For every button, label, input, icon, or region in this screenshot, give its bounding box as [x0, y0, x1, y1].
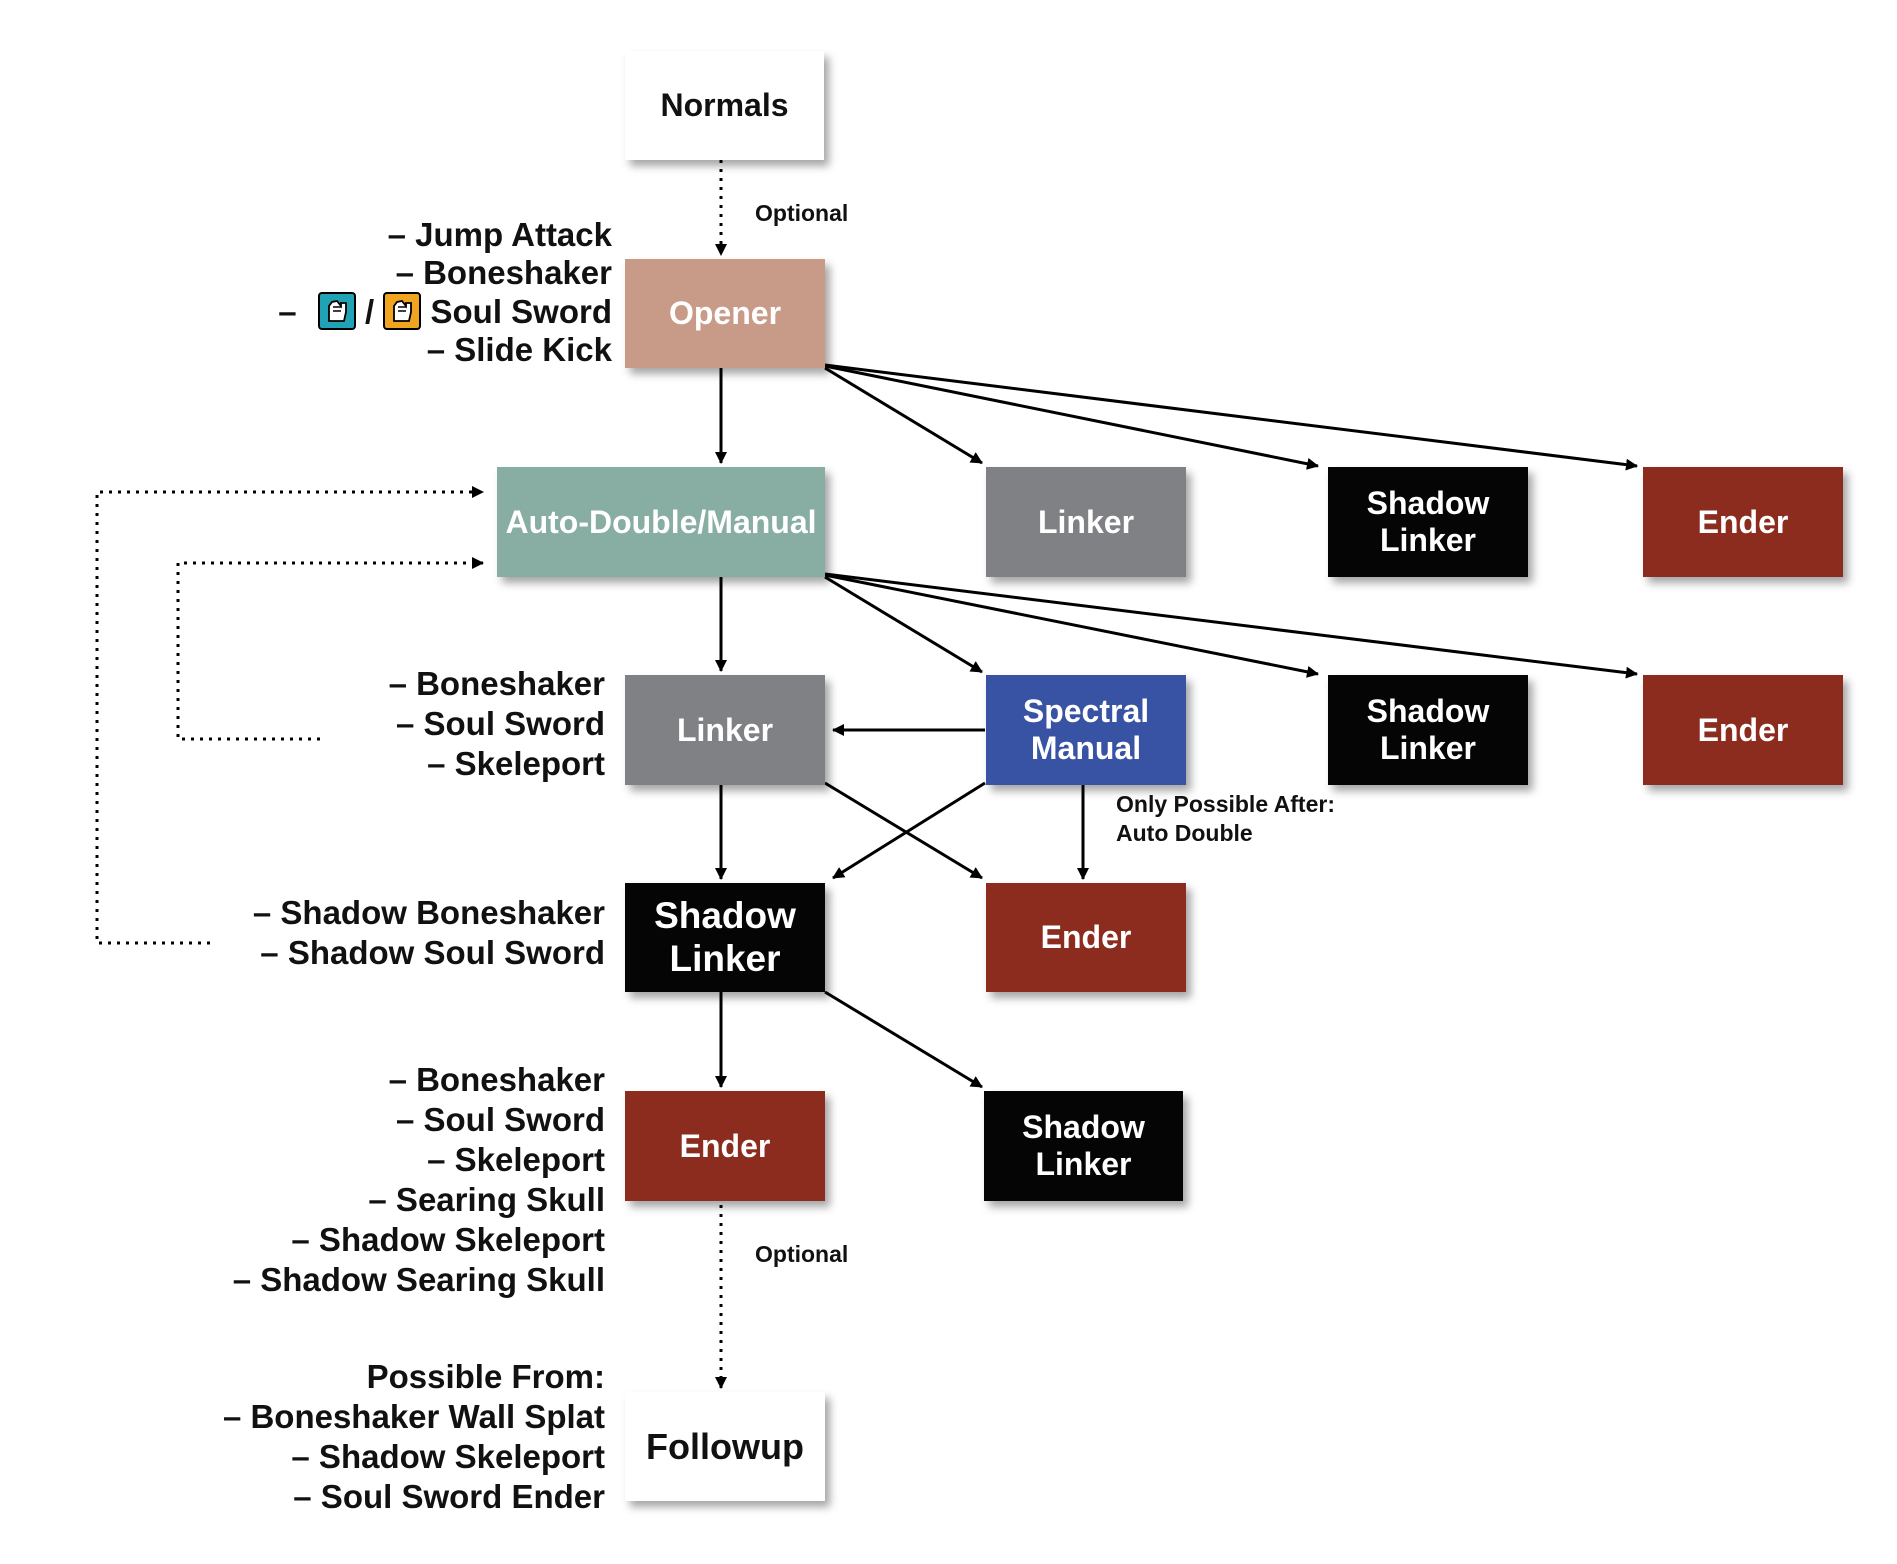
followup-heading: Possible From: — [366, 1358, 605, 1395]
node-shadow-main-label: Shadow Linker — [654, 894, 796, 979]
fist-orange-icon — [383, 292, 422, 330]
ender-move-item: – Shadow Skeleport — [291, 1221, 605, 1258]
spectral-note: Only Possible After: Auto Double — [1116, 790, 1335, 848]
node-opener-label: Opener — [668, 295, 782, 332]
node-auto-double-manual: Auto-Double/Manual — [497, 467, 825, 577]
node-followup: Followup — [625, 1392, 825, 1501]
node-shadow-linker-row5: Shadow Linker — [984, 1091, 1183, 1201]
ender-move-list: – Boneshaker – Soul Sword – Skeleport – … — [233, 1060, 605, 1300]
optional-label-bottom: Optional — [755, 1241, 849, 1267]
node-ender-mid: Ender — [986, 883, 1186, 992]
node-auto-double-label: Auto-Double/Manual — [505, 503, 817, 540]
ender-move-item: – Shadow Searing Skull — [232, 1261, 605, 1298]
fist-teal-icon — [317, 292, 356, 330]
ender-move-item: – Skeleport — [427, 1141, 605, 1178]
opener-move-list: – Jump Attack – Boneshaker – / Soul Swor… — [232, 216, 612, 369]
arrow-opener-linker — [824, 366, 983, 465]
node-linker-row1-label: Linker — [1037, 503, 1135, 540]
node-ender-mid-label: Ender — [1040, 919, 1132, 956]
node-shadow-linker-main: Shadow Linker — [625, 883, 825, 992]
spectral-note-line-2: Auto Double — [1116, 820, 1253, 846]
arrow-auto-ender — [824, 572, 1638, 679]
shadow-move-item: – Shadow Soul Sword — [260, 934, 605, 971]
loop-shadow-to-auto — [95, 486, 484, 945]
node-opener: Opener — [625, 259, 825, 368]
optional-label-top: Optional — [755, 200, 849, 226]
followup-move-item: – Shadow Skeleport — [291, 1438, 605, 1475]
node-ender-main-label: Ender — [679, 1127, 771, 1164]
node-shadow-row5-label: Shadow Linker — [1022, 1109, 1145, 1182]
arrow-spectral-shadow — [832, 781, 986, 880]
arrow-auto-shadow — [824, 573, 1319, 678]
node-linker-row1: Linker — [986, 467, 1186, 577]
node-ender-row1: Ender — [1643, 467, 1843, 577]
arrow-linker-ender — [824, 781, 983, 880]
followup-move-item: – Soul Sword Ender — [293, 1478, 605, 1515]
ender-move-item: – Searing Skull — [368, 1181, 605, 1218]
node-ender-row2: Ender — [1643, 675, 1843, 785]
linker-move-item: – Soul Sword — [395, 705, 605, 742]
node-linker-main-label: Linker — [676, 711, 774, 748]
opener-move-soul-sword: – / Soul Sword — [232, 292, 612, 331]
opener-move-item: – Slide Kick — [426, 331, 612, 368]
node-ender-row1-label: Ender — [1697, 503, 1789, 540]
node-linker-main: Linker — [625, 675, 825, 785]
node-ender-row2-label: Ender — [1697, 711, 1789, 748]
loop-linker-to-auto — [176, 557, 484, 741]
linker-move-item: – Skeleport — [427, 745, 605, 782]
opener-move-item: – Boneshaker — [395, 254, 612, 291]
node-normals-label: Normals — [660, 87, 789, 124]
linker-move-item: – Boneshaker — [388, 665, 605, 702]
arrow-opener-ender — [824, 363, 1638, 471]
spectral-note-line-1: Only Possible After: — [1116, 791, 1335, 817]
arrow-auto-spectral — [824, 575, 983, 674]
node-shadow-row2-label: Shadow Linker — [1366, 693, 1490, 766]
soul-sword-label: Soul Sword — [430, 293, 613, 330]
node-spectral-manual: Spectral Manual — [986, 675, 1186, 785]
shadow-move-item: – Shadow Boneshaker — [252, 894, 605, 931]
node-shadow-row1-label: Shadow Linker — [1366, 485, 1490, 558]
soul-sword-dash: – — [278, 293, 297, 330]
node-ender-main: Ender — [625, 1091, 825, 1201]
shadow-move-list: – Shadow Boneshaker – Shadow Soul Sword — [253, 893, 605, 973]
arrow-shadow-shadow — [824, 990, 983, 1089]
followup-move-item: – Boneshaker Wall Splat — [222, 1398, 605, 1435]
node-spectral-label: Spectral Manual — [1022, 693, 1150, 766]
node-normals: Normals — [625, 51, 824, 160]
followup-move-list: Possible From: – Boneshaker Wall Splat –… — [223, 1357, 605, 1517]
node-followup-label: Followup — [646, 1425, 804, 1467]
node-shadow-linker-row1: Shadow Linker — [1328, 467, 1528, 577]
ender-move-item: – Boneshaker — [388, 1061, 605, 1098]
arrow-opener-shadow — [824, 364, 1319, 470]
node-shadow-linker-row2: Shadow Linker — [1328, 675, 1528, 785]
ender-move-item: – Soul Sword — [395, 1101, 605, 1138]
soul-sword-slash: / — [364, 293, 375, 330]
linker-move-list: – Boneshaker – Soul Sword – Skeleport — [389, 664, 605, 784]
opener-move-item: – Jump Attack — [387, 216, 612, 253]
